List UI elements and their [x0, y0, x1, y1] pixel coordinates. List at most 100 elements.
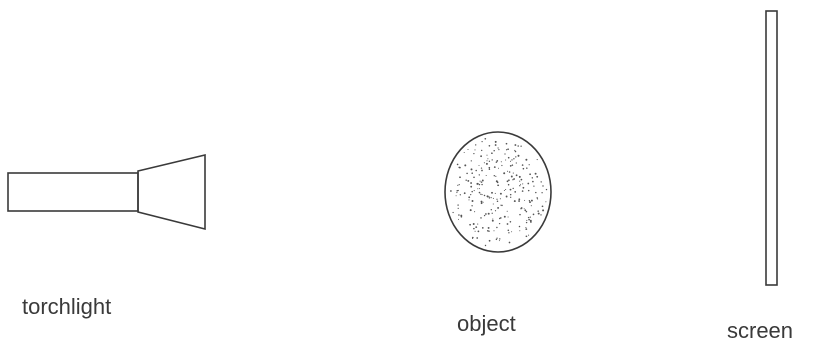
stipple-dot — [495, 193, 496, 194]
stipple-dot — [493, 230, 494, 231]
stipple-dot — [521, 179, 523, 181]
stipple-dot — [476, 237, 478, 239]
stipple-dot — [520, 184, 521, 185]
stipple-dot — [517, 145, 519, 147]
stipple-dot — [522, 190, 524, 192]
stipple-dot — [495, 141, 497, 143]
stipple-dot — [536, 176, 538, 178]
object-ball — [445, 132, 551, 252]
stipple-dot — [508, 184, 510, 186]
object-stipple — [450, 138, 547, 246]
stipple-dot — [516, 174, 518, 176]
stipple-dot — [533, 214, 535, 216]
stipple-dot — [478, 231, 480, 233]
stipple-dot — [471, 172, 473, 174]
stipple-dot — [480, 217, 482, 219]
torchlight-head — [138, 155, 205, 229]
stipple-dot — [491, 152, 493, 154]
stipple-dot — [524, 200, 525, 201]
stipple-dot — [492, 218, 493, 219]
stipple-dot — [489, 161, 490, 162]
stipple-dot — [474, 149, 475, 150]
stipple-dot — [458, 219, 459, 220]
stipple-dot — [456, 192, 457, 193]
stipple-dot — [532, 177, 533, 178]
stipple-dot — [519, 214, 521, 216]
stipple-dot — [510, 165, 512, 167]
stipple-dot — [521, 207, 523, 209]
stipple-dot — [479, 184, 480, 185]
stipple-dot — [479, 174, 480, 175]
stipple-dot — [535, 192, 536, 193]
stipple-dot — [496, 239, 497, 240]
stipple-dot — [526, 222, 527, 223]
stipple-dot — [484, 215, 485, 216]
stipple-dot — [497, 147, 498, 148]
stipple-dot — [507, 148, 509, 150]
stipple-dot — [473, 153, 474, 154]
stipple-dot — [504, 153, 505, 154]
stipple-dot — [530, 220, 532, 222]
stipple-dot — [540, 181, 541, 182]
stipple-dot — [512, 188, 513, 189]
stipple-dot — [484, 195, 485, 196]
stipple-dot — [546, 189, 547, 190]
stipple-dot — [529, 201, 531, 203]
stipple-dot — [498, 168, 499, 169]
stipple-dot — [542, 209, 544, 211]
stipple-dot — [458, 214, 460, 216]
stipple-dot — [468, 199, 469, 200]
stipple-dot — [480, 194, 481, 195]
stipple-dot — [542, 205, 544, 207]
stipple-dot — [526, 167, 528, 169]
stipple-dot — [527, 183, 529, 185]
stipple-dot — [519, 185, 520, 186]
stipple-dot — [465, 179, 466, 180]
screen-panel — [766, 11, 777, 285]
stipple-dot — [526, 220, 527, 221]
stipple-dot — [519, 226, 521, 228]
stipple-dot — [489, 197, 490, 198]
stipple-dot — [492, 213, 493, 214]
stipple-dot — [509, 171, 511, 173]
stipple-dot — [506, 149, 507, 150]
stipple-dot — [488, 213, 490, 215]
stipple-dot — [450, 190, 452, 192]
stipple-dot — [536, 197, 538, 199]
stipple-dot — [537, 159, 538, 160]
stipple-dot — [501, 161, 502, 162]
stipple-dot — [497, 238, 498, 239]
stipple-dot — [514, 144, 516, 146]
stipple-dot — [494, 150, 495, 151]
stipple-dot — [510, 161, 511, 162]
stipple-dot — [499, 240, 500, 241]
stipple-dot — [473, 223, 475, 225]
stipple-dot — [496, 227, 497, 228]
stipple-dot — [484, 138, 486, 140]
stipple-dot — [486, 163, 488, 165]
stipple-dot — [468, 196, 470, 198]
stipple-dot — [488, 230, 489, 231]
stipple-dot — [525, 159, 527, 161]
stipple-dot — [481, 181, 483, 183]
stipple-dot — [540, 214, 541, 215]
stipple-dot — [466, 173, 468, 175]
stipple-dot — [542, 185, 543, 186]
stipple-dot — [485, 213, 487, 215]
stipple-dot — [492, 220, 494, 222]
stipple-dot — [485, 245, 486, 246]
stipple-dot — [489, 240, 491, 242]
stipple-dot — [484, 162, 485, 163]
stipple-dot — [511, 176, 513, 178]
stipple-dot — [497, 207, 499, 209]
stipple-dot — [481, 202, 483, 204]
stipple-dot — [510, 194, 512, 196]
stipple-dot — [524, 208, 525, 209]
stipple-dot — [511, 231, 512, 232]
stipple-dot — [499, 223, 500, 224]
torchlight-label: torchlight — [22, 296, 111, 318]
stipple-dot — [496, 199, 497, 200]
stipple-dot — [530, 216, 531, 217]
stipple-dot — [525, 228, 527, 230]
stipple-dot — [472, 200, 474, 202]
